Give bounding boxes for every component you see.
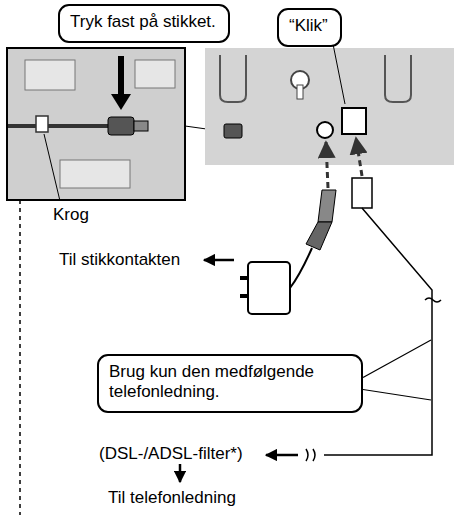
callout-box: “Klik”: [277, 8, 342, 47]
plug-tip: [134, 121, 148, 131]
label-text: Til stikkontakten: [58, 250, 181, 270]
callout-text: Brug kun den medfølgende telefonledning.: [109, 362, 349, 403]
base-detail: [25, 60, 75, 90]
adapter-prong: [240, 294, 248, 298]
callout-box: Tryk fast på stikket.: [58, 4, 230, 43]
label-text: Krog: [52, 205, 90, 225]
base-detail: [135, 60, 175, 88]
dc-jack: [317, 122, 333, 138]
break-mark: [425, 298, 441, 302]
callout-text: Tryk fast på stikket.: [70, 12, 216, 32]
direction-arrow: [266, 454, 298, 457]
ac-adapter: [248, 262, 290, 314]
push-arrow: [118, 56, 124, 96]
inset-panel: [7, 48, 185, 200]
pointer-line: [363, 340, 431, 378]
phone-plug: [352, 178, 372, 208]
plug: [224, 124, 242, 138]
power-cable: [290, 248, 312, 288]
wall-hook: [220, 55, 246, 102]
label-text: (DSL-/ADSL-filter*): [98, 444, 244, 464]
adapter-prong: [240, 276, 248, 280]
cable: [8, 124, 108, 128]
break-mark: [306, 449, 315, 461]
plug: [108, 117, 134, 135]
phone-jack: [342, 108, 366, 134]
hook: [36, 116, 48, 132]
base-panel: [205, 48, 454, 165]
direction-arrow: [204, 259, 234, 262]
leader-line: [44, 134, 60, 201]
push-arrow-head: [111, 94, 131, 110]
pointer-line: [363, 390, 431, 401]
direction-arrow: [179, 464, 182, 482]
dashed-line: [19, 200, 21, 515]
wall-hook: [385, 55, 411, 102]
dc-plug: [306, 222, 332, 250]
insert-arrow: [326, 142, 328, 188]
callout-box: Brug kun den medfølgende telefonledning.: [97, 354, 363, 413]
callout-pointers: [363, 340, 431, 400]
phone-cord: [324, 208, 432, 455]
keyhole: [297, 85, 303, 99]
pointer-line: [333, 44, 345, 104]
base-detail: [60, 160, 130, 188]
dc-plug: [318, 190, 336, 222]
label-text: Til telefonledning: [107, 488, 237, 508]
insert-arrow: [356, 138, 362, 176]
callout-text: “Klik”: [289, 16, 328, 36]
